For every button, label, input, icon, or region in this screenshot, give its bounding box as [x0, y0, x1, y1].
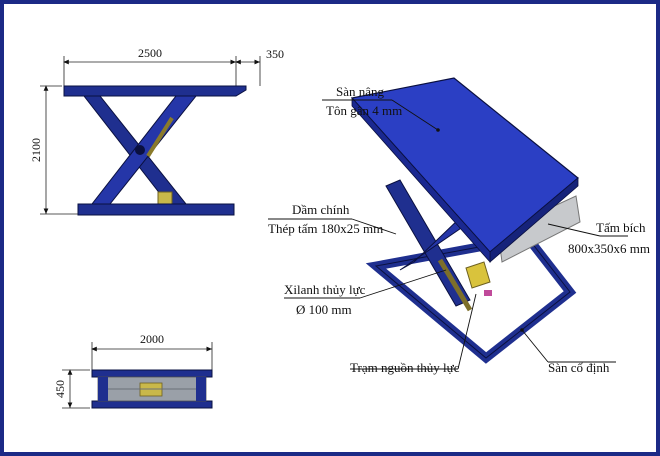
side-height-dim: 2100 [29, 138, 43, 162]
callout-main-beam-sub: Thép tấm 180x25 mm [268, 221, 383, 236]
side-platform [63, 85, 247, 97]
callout-base-frame: Sàn cố định [548, 360, 610, 375]
side-cylinder [146, 116, 174, 158]
leader-main-beam [351, 218, 397, 235]
bottom-height-dim: 450 [53, 380, 67, 398]
iso-valve [484, 290, 492, 296]
side-view: 2500 350 2100 [29, 46, 284, 216]
bottom-view: 2000 450 [53, 332, 213, 409]
leader-platform [391, 99, 439, 131]
callout-platform-sub: Tôn gân 4 mm [326, 103, 402, 118]
dot-base-frame [520, 328, 524, 332]
iso-power-unit [465, 261, 491, 289]
bottom-base-plate [91, 400, 213, 409]
callout-main-beam: Dầm chính [292, 202, 350, 217]
bottom-arm-left [98, 377, 108, 401]
side-power-unit [157, 191, 173, 205]
callout-plate-sub: 800x350x6 mm [568, 241, 650, 256]
bottom-width-dim: 2000 [140, 332, 164, 346]
callout-cylinder: Xilanh thủy lực [284, 282, 366, 297]
callout-power-unit: Trạm nguồn thủy lực [350, 360, 460, 375]
side-base [77, 203, 235, 216]
leader-cylinder [359, 269, 447, 299]
bottom-top-plate [91, 369, 213, 378]
leader-plate [547, 223, 601, 237]
iso-platform-edge-left [351, 96, 491, 264]
callout-plate: Tấm bích [596, 220, 646, 235]
side-overhang-dim: 350 [266, 47, 284, 61]
dot-platform [436, 128, 440, 132]
bottom-arm-right [196, 377, 206, 401]
isometric-view: Sàn nâng Tôn gân 4 mm Dầm chính Thép tấm… [268, 77, 650, 375]
iso-base-frame [365, 233, 577, 364]
side-width-dim: 2500 [138, 46, 162, 60]
iso-cylinder [437, 258, 473, 312]
pivot-pin [135, 145, 145, 155]
callout-platform: Sàn nâng [336, 84, 385, 99]
leader-power-unit [457, 293, 477, 370]
leader-base-frame [521, 329, 549, 363]
callout-cylinder-sub: Ø 100 mm [296, 302, 352, 317]
